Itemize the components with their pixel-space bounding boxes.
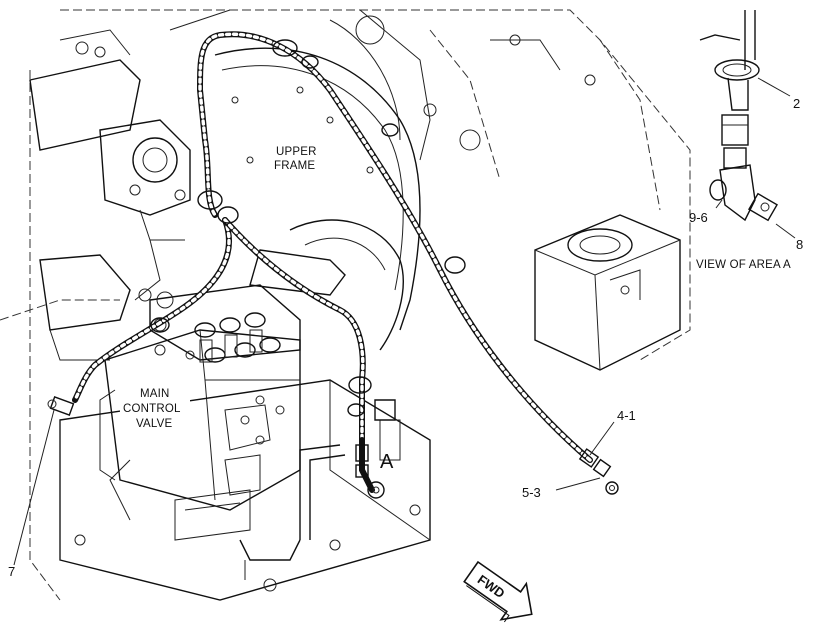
left-bracket-structure xyxy=(29,29,191,361)
upper-frame-outline xyxy=(0,9,691,601)
area-a-fittings xyxy=(355,444,385,499)
main-label-bg-1 xyxy=(136,385,188,399)
main-control-valve-label-3: VALVE xyxy=(136,418,172,430)
upper-frame-plate xyxy=(214,47,421,351)
main-label-bg-3 xyxy=(132,415,182,429)
callout-9-6: 9-6 xyxy=(689,210,708,225)
forward-direction-arrow: FWD xyxy=(463,560,533,623)
callout-4-1: 4-1 xyxy=(617,408,636,423)
main-control-valve-label-2: CONTROL xyxy=(123,403,181,415)
main-control-valve-label-1: MAIN xyxy=(140,388,170,400)
hydraulic-tank xyxy=(534,214,681,371)
callout-5-3: 5-3 xyxy=(522,485,541,500)
callout-2: 2 xyxy=(793,96,800,111)
callout-8: 8 xyxy=(796,237,803,252)
main-control-valve xyxy=(99,284,301,511)
area-a-marker: A xyxy=(380,451,394,473)
main-label-bg-2 xyxy=(120,400,190,414)
fitting-7 xyxy=(47,396,75,416)
front-fittings xyxy=(578,448,619,495)
area-a-detail-view xyxy=(699,10,778,222)
upper-frame-label-2: FRAME xyxy=(274,160,315,172)
leader-lines xyxy=(13,77,796,566)
hose-clamps xyxy=(150,39,466,421)
mounting-base-plate xyxy=(59,379,431,601)
upper-frame-label-1: UPPER xyxy=(276,146,317,158)
view-of-area-a-caption: VIEW OF AREA A xyxy=(696,259,791,271)
callout-7: 7 xyxy=(8,564,15,579)
